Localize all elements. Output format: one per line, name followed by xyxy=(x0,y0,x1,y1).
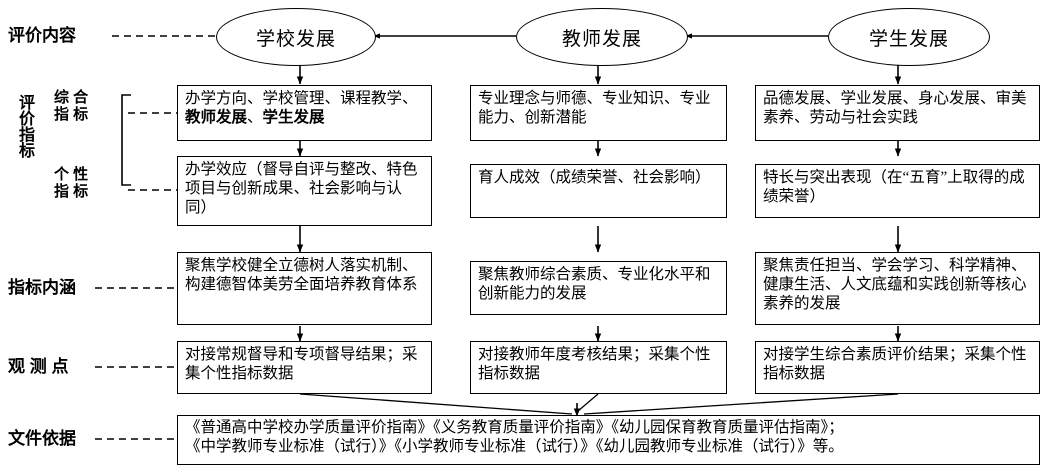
ellipse-student-development[interactable]: 学生发展 xyxy=(828,8,990,66)
row-label-evaluation-indicators: 评 价 指 标 xyxy=(16,96,38,160)
box-school-observation[interactable]: 对接常规督导和专项督导结果；采集个性指标数据 xyxy=(177,341,432,394)
row-label-document-basis: 文件依据 xyxy=(8,429,76,448)
box-teacher-individual[interactable]: 育人成效（成绩荣誉、社会影响） xyxy=(470,164,727,218)
box-student-observation[interactable]: 对接学生综合素质评价结果；采集个性指标数据 xyxy=(755,341,1040,394)
row-label-observation-point: 观 测 点 xyxy=(8,357,69,376)
box-student-individual[interactable]: 特长与突出表现（在“五育”上取得的成绩荣誉） xyxy=(755,164,1040,218)
individual-line-1: 个 性 xyxy=(54,166,89,183)
school-comprehensive-text: 办学方向、学校管理、课程教学、 xyxy=(185,90,418,107)
indicator-label-char-2: 价 xyxy=(18,111,35,128)
box-school-connotation[interactable]: 聚焦学校健全立德树人落实机制、构建德智体美劳全面培养教育体系 xyxy=(177,252,432,325)
indicator-label-char-4: 标 xyxy=(18,143,35,160)
indicator-label-char-1: 评 xyxy=(18,95,35,112)
box-teacher-observation[interactable]: 对接教师年度考核结果；采集个性指标数据 xyxy=(470,341,727,394)
box-teacher-comprehensive[interactable]: 专业理念与师德、专业知识、专业能力、创新潜能 xyxy=(470,85,727,141)
sub-label-comprehensive-indicator: 综 合 指 标 xyxy=(54,89,89,124)
comprehensive-line-1: 综 合 xyxy=(54,89,89,106)
sub-label-individual-indicator: 个 性 指 标 xyxy=(54,166,89,201)
box-student-connotation[interactable]: 聚焦责任担当、学会学习、科学精神、健康生活、人文底蕴和实践创新等核心素养的发展 xyxy=(755,252,1040,325)
individual-line-2: 指 标 xyxy=(54,182,89,200)
school-comprehensive-sep: 、 xyxy=(247,109,263,127)
box-school-individual[interactable]: 办学效应（督导自评与整改、特色项目与创新成果、社会影响与认同） xyxy=(177,156,432,226)
comprehensive-line-2: 指 标 xyxy=(54,105,89,123)
row-label-evaluation-content: 评价内容 xyxy=(8,26,76,45)
box-document-basis[interactable]: 《普通高中学校办学质量评价指南》《义务教育质量评价指南》《幼儿园保育教育质量评估… xyxy=(177,415,1040,465)
document-basis-line-1: 《普通高中学校办学质量评价指南》《义务教育质量评价指南》《幼儿园保育教育质量评估… xyxy=(185,419,844,436)
ellipse-teacher-development[interactable]: 教师发展 xyxy=(516,8,688,66)
school-comprehensive-bold-2: 学生发展 xyxy=(262,109,325,127)
box-teacher-connotation[interactable]: 聚焦教师综合素质、专业化水平和创新能力的发展 xyxy=(470,261,727,315)
document-basis-line-2: 《中学教师专业标准（试行）》《小学教师专业标准（试行）》《幼儿园教师专业标准（试… xyxy=(185,438,844,456)
box-school-comprehensive[interactable]: 办学方向、学校管理、课程教学、教师发展、学生发展 xyxy=(177,85,432,141)
box-student-comprehensive[interactable]: 品德发展、学业发展、身心发展、审美素养、劳动与社会实践 xyxy=(755,85,1040,141)
row-label-indicator-connotation: 指标内涵 xyxy=(8,278,76,297)
indicator-label-char-3: 指 xyxy=(18,127,35,144)
school-comprehensive-bold-1: 教师发展 xyxy=(185,109,248,127)
ellipse-school-development[interactable]: 学校发展 xyxy=(216,8,376,66)
